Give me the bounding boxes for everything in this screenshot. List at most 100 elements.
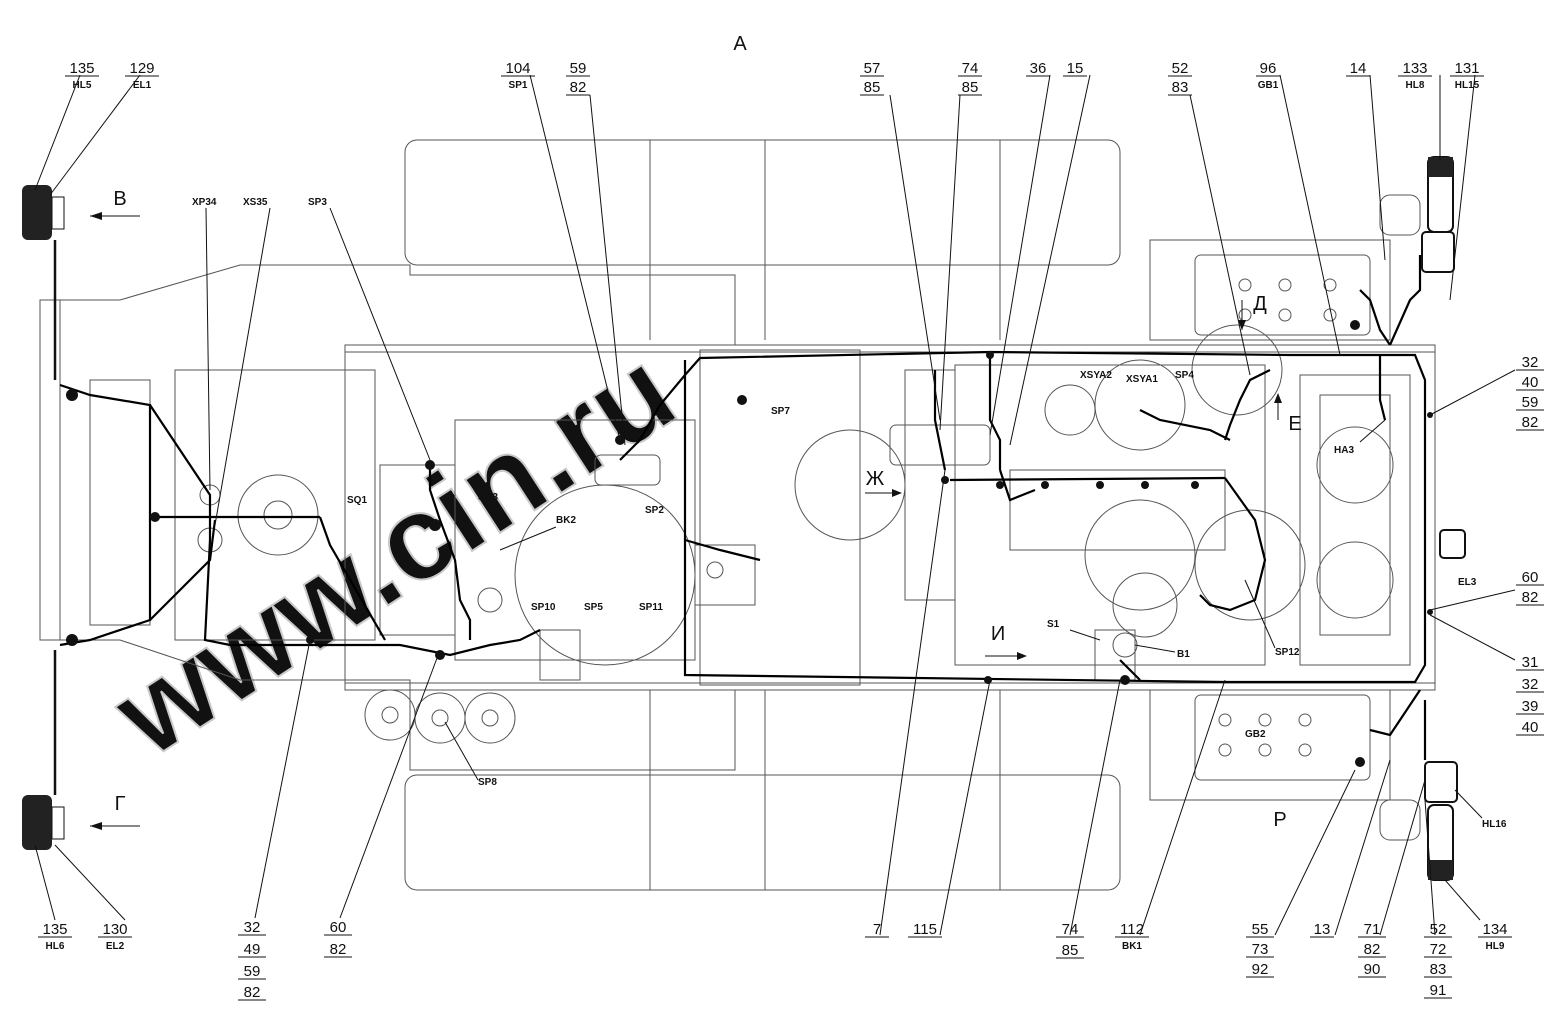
- svg-text:72: 72: [1430, 941, 1447, 958]
- svg-text:GB1: GB1: [1258, 80, 1279, 91]
- svg-text:HL15: HL15: [1455, 80, 1480, 91]
- svg-text:104: 104: [505, 60, 530, 77]
- svg-text:52: 52: [1430, 921, 1447, 938]
- svg-text:133: 133: [1402, 60, 1427, 77]
- svg-text:HL9: HL9: [1486, 941, 1505, 952]
- lamp-hl16: [1424, 761, 1458, 803]
- svg-text:60: 60: [330, 919, 347, 936]
- wire-clips: [66, 320, 1433, 767]
- lamp-hl15: [1421, 231, 1455, 273]
- lamp-hl8: [1427, 156, 1454, 233]
- svg-text:EL2: EL2: [106, 941, 125, 952]
- svg-text:60: 60: [1522, 569, 1539, 586]
- tag-el3: EL3: [1458, 577, 1477, 588]
- view-mark-i: И: [991, 623, 1005, 645]
- top-leaders: [34, 74, 1476, 446]
- bottom-leaders: [34, 469, 1481, 936]
- tag-b1: B1: [1177, 649, 1190, 660]
- tag-sq3: SQ3: [478, 492, 498, 503]
- tag-sp4: SP4: [1175, 370, 1194, 381]
- view-mark-g: Г: [115, 793, 126, 815]
- tag-bk2: BK2: [556, 515, 576, 526]
- svg-text:SP1: SP1: [509, 80, 528, 91]
- callout-stack-60-82-bottom: 60 82: [324, 919, 352, 958]
- svg-text:134: 134: [1482, 921, 1507, 938]
- svg-text:HL5: HL5: [73, 80, 92, 91]
- svg-text:129: 129: [129, 60, 154, 77]
- tag-sp12: SP12: [1275, 647, 1300, 658]
- svg-text:59: 59: [244, 963, 261, 980]
- svg-text:90: 90: [1364, 961, 1381, 978]
- svg-text:49: 49: [244, 941, 261, 958]
- svg-text:73: 73: [1252, 941, 1269, 958]
- tag-sq1: SQ1: [347, 495, 367, 506]
- view-mark-d: Д: [1253, 293, 1267, 315]
- tag-hl16: HL16: [1482, 819, 1507, 830]
- chassis-outline: [39, 139, 1436, 891]
- tag-xsya1: XSYA1: [1126, 374, 1158, 385]
- tag-sp3: SP3: [308, 197, 327, 208]
- view-mark-e: Е: [1288, 413, 1301, 435]
- tag-xsya2: XSYA2: [1080, 370, 1112, 381]
- callout-14: 14: [1346, 60, 1370, 77]
- svg-text:82: 82: [570, 79, 587, 96]
- svg-text:82: 82: [330, 941, 347, 958]
- svg-text:52: 52: [1172, 60, 1189, 77]
- tag-sp7: SP7: [771, 406, 790, 417]
- view-mark-a: А: [733, 33, 747, 55]
- svg-text:7: 7: [873, 921, 881, 938]
- view-markers: А В Г Д Е Ж И Р: [90, 33, 1302, 831]
- svg-text:82: 82: [1522, 414, 1539, 431]
- svg-text:55: 55: [1252, 921, 1269, 938]
- svg-text:131: 131: [1454, 60, 1479, 77]
- svg-text:39: 39: [1522, 698, 1539, 715]
- svg-text:EL1: EL1: [133, 80, 152, 91]
- svg-text:36: 36: [1030, 60, 1047, 77]
- svg-text:115: 115: [913, 921, 937, 938]
- svg-text:83: 83: [1430, 961, 1447, 978]
- view-mark-zh: Ж: [866, 468, 885, 490]
- svg-text:85: 85: [962, 79, 979, 96]
- callout-stack-31-32-39-40: 31 32 39 40: [1516, 654, 1544, 736]
- svg-text:82: 82: [1522, 589, 1539, 606]
- svg-text:59: 59: [570, 60, 587, 77]
- lamp-hl9: [1427, 804, 1454, 881]
- svg-text:135: 135: [69, 60, 94, 77]
- svg-text:130: 130: [102, 921, 127, 938]
- tag-gb2: GB2: [1245, 729, 1266, 740]
- tag-ha3: HA3: [1334, 445, 1354, 456]
- tag-s1: S1: [1047, 619, 1060, 630]
- wiring-harness: [59, 255, 1427, 760]
- svg-text:32: 32: [244, 919, 261, 936]
- svg-text:82: 82: [1364, 941, 1381, 958]
- callout-stack-60-82: 60 82: [1516, 569, 1544, 606]
- svg-text:32: 32: [1522, 676, 1539, 693]
- lamp-hl6: [22, 650, 65, 850]
- callout-stack-52-72-83-91: 52 72 83 91: [1424, 921, 1452, 999]
- view-mark-b: В: [113, 188, 126, 210]
- svg-text:85: 85: [1062, 942, 1079, 959]
- callout-36: 36: [1026, 60, 1050, 77]
- svg-text:HL8: HL8: [1406, 80, 1425, 91]
- svg-text:13: 13: [1314, 921, 1331, 938]
- view-mark-r: Р: [1273, 809, 1286, 831]
- tag-xs35: XS35: [243, 197, 268, 208]
- svg-text:40: 40: [1522, 719, 1539, 736]
- svg-text:31: 31: [1522, 654, 1539, 671]
- svg-text:74: 74: [962, 60, 979, 77]
- callout-13: 13: [1310, 921, 1334, 938]
